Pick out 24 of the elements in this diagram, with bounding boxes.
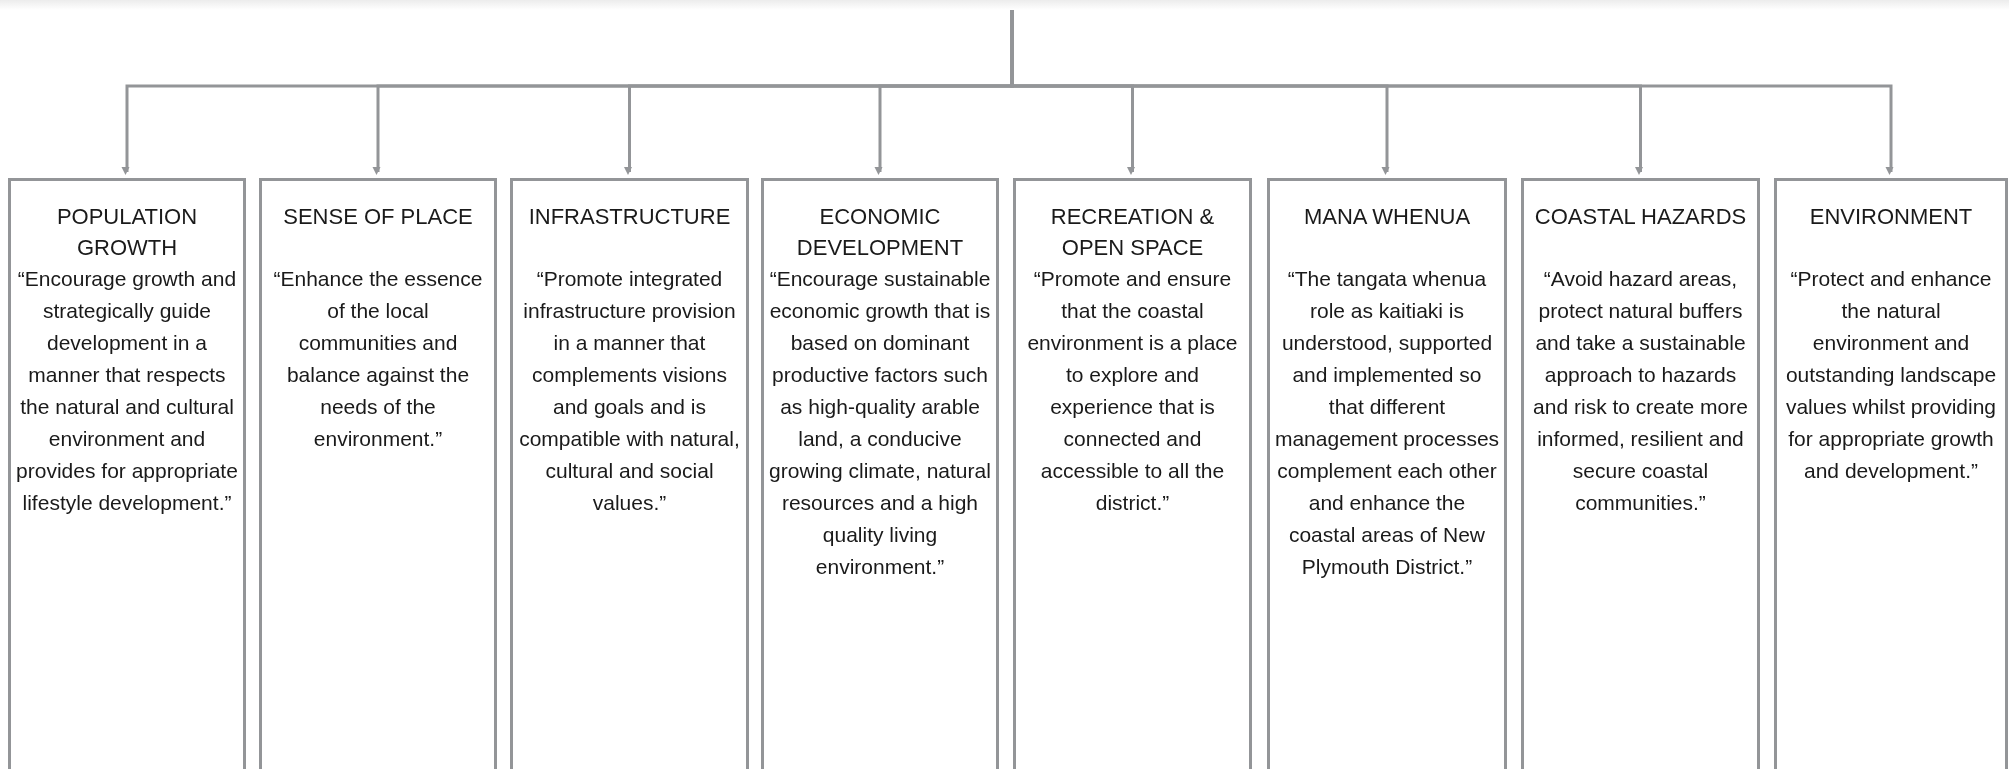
goal-statement: “Avoid hazard areas, protect natural buffers and take a sustainable approach to hazards and risk to create more informed, resilient and secure coastal communities.” — [1532, 266, 1749, 516]
goal-box — [1267, 178, 1507, 769]
goal-statement: “Encourage sustainable economic growth that is based on dominant productive factors such as high-quality arable land, a conducive growing climate, natural resources and a high quality living environment.” — [768, 266, 992, 580]
goal-heading: COASTAL HAZARDS — [1533, 203, 1748, 231]
goal-heading: RECREATION & OPEN SPACE — [1049, 203, 1216, 262]
goal-box — [1774, 178, 2008, 769]
goal-statement: “The tangata whenua role as kaitiaki is understood, supported and implemented so that different management processes complement each other and enhance the coastal areas of New Plymouth District.” — [1274, 266, 1500, 580]
goal-box — [1521, 178, 1760, 769]
goal-box — [510, 178, 749, 769]
goal-heading: INFRASTRUCTURE — [527, 203, 732, 231]
goal-heading: ENVIRONMENT — [1808, 203, 1974, 231]
goal-statement: “Protect and enhance the natural environment and outstanding landscape values whilst providing for appropriate growth and development.” — [1784, 266, 1998, 484]
goal-statement: “Encourage growth and strategically guide development in a manner that respects the natural and cultural environment and provides for appropriate lifestyle development.” — [15, 266, 239, 516]
goal-box — [8, 178, 246, 769]
goal-box — [259, 178, 497, 769]
goal-heading: ECONOMIC DEVELOPMENT — [795, 203, 965, 262]
goal-box — [761, 178, 999, 769]
goal-box — [1013, 178, 1252, 769]
goal-heading: POPULATION GROWTH — [55, 203, 199, 262]
goal-heading: SENSE OF PLACE — [282, 203, 474, 231]
goal-statement: “Promote and ensure that the coastal environment is a place to explore and experience that is connected and accessible to all the district.” — [1026, 266, 1239, 516]
goal-heading: MANA WHENUA — [1302, 203, 1472, 231]
goal-statement: “Promote integrated infrastructure provision in a manner that complements visions and goals and is compatible with natural, cultural and social values.” — [518, 266, 741, 516]
goal-statement: “Enhance the essence of the local communities and balance against the needs of the environment.” — [272, 266, 484, 452]
